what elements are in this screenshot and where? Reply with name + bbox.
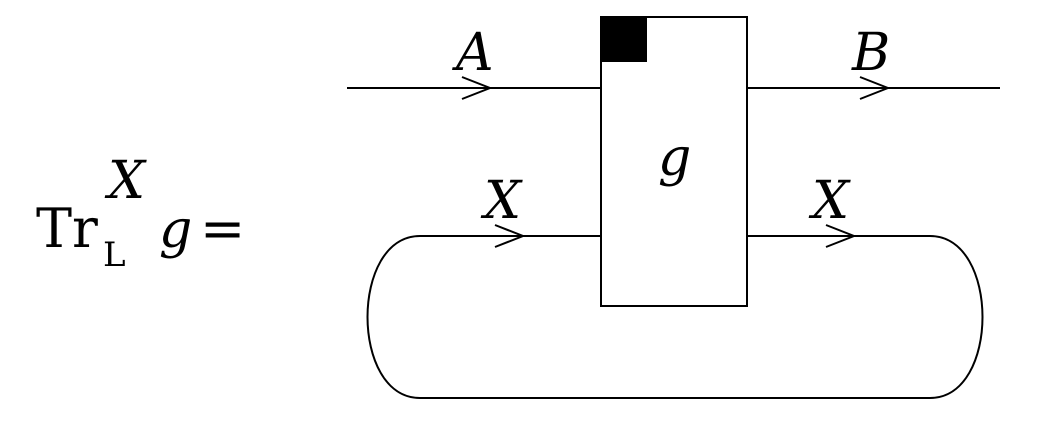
arrow-top-left [461, 76, 493, 100]
morphism-box [600, 16, 748, 307]
trace-superscript: X [104, 151, 147, 211]
arrow-top-right [859, 76, 891, 100]
arrow-bottom-right [825, 224, 857, 248]
box-corner-marker [601, 17, 647, 62]
trace-equation: Tr X L g = [36, 151, 245, 275]
equals-sign: = [200, 197, 245, 260]
wire-label-b: B [851, 23, 890, 83]
trace-subscript: L [103, 235, 126, 275]
trace-operator: Tr [36, 197, 98, 260]
arrow-bottom-left [494, 224, 526, 248]
box-label: g [658, 128, 691, 188]
wire-label-a: A [452, 23, 494, 83]
wire-label-x-left: X [480, 171, 523, 231]
trace-loop [366, 235, 984, 399]
trace-argument: g [159, 200, 192, 260]
wire-label-x-right: X [808, 171, 851, 231]
